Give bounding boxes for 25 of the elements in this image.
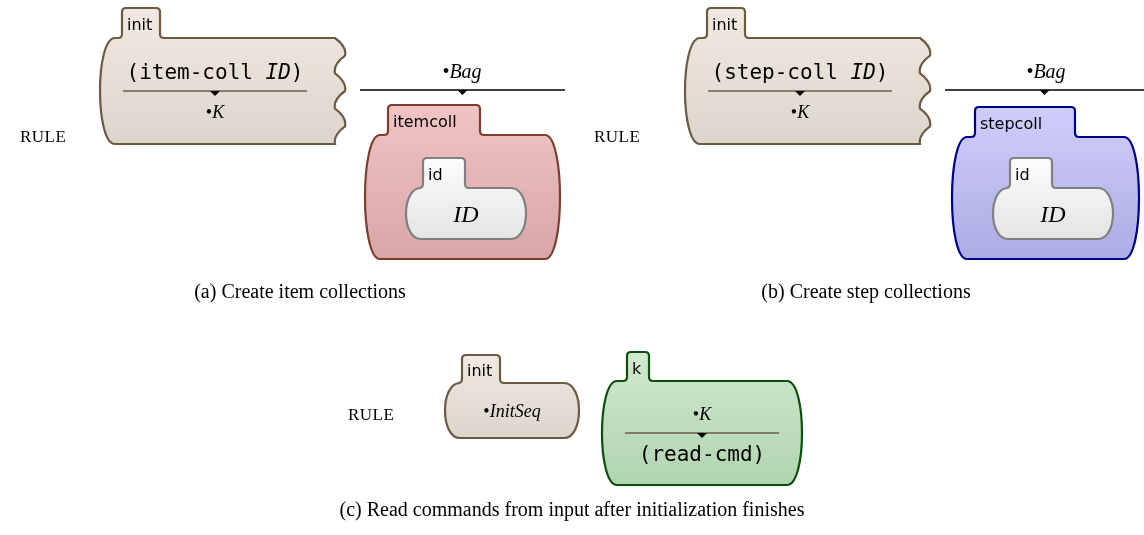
cell-label: init: [127, 16, 153, 34]
caption-text: (c) Read commands from input after initialization finishes: [339, 498, 805, 521]
term-text: •K: [205, 101, 225, 124]
rule-keyword: RULE: [348, 405, 395, 425]
term-text: •K: [692, 403, 712, 426]
term-text: (read-cmd): [638, 441, 766, 467]
term-text: (item-coll ID): [126, 59, 304, 85]
term-text: ID: [1040, 200, 1066, 227]
cell-label: id: [428, 166, 443, 184]
term-text: (step-coll ID): [711, 59, 889, 85]
cell-label: stepcoll: [980, 115, 1043, 133]
caption-text: (a) Create item collections: [194, 280, 406, 303]
rule-keyword: RULE: [20, 127, 67, 147]
cell-label: init: [467, 362, 493, 380]
cell-label: itemcoll: [393, 113, 457, 131]
term-text: •Bag: [1026, 60, 1066, 83]
cell-label: id: [1015, 166, 1030, 184]
term-text: ID: [453, 200, 479, 227]
cell-label: init: [712, 16, 738, 34]
rule-keyword: RULE: [594, 127, 641, 147]
caption-text: (b) Create step collections: [761, 280, 971, 303]
cell-label: k: [632, 359, 642, 378]
term-text: •Bag: [442, 60, 482, 83]
term-text: •K: [790, 101, 810, 124]
term-text: •InitSeq: [483, 399, 541, 423]
